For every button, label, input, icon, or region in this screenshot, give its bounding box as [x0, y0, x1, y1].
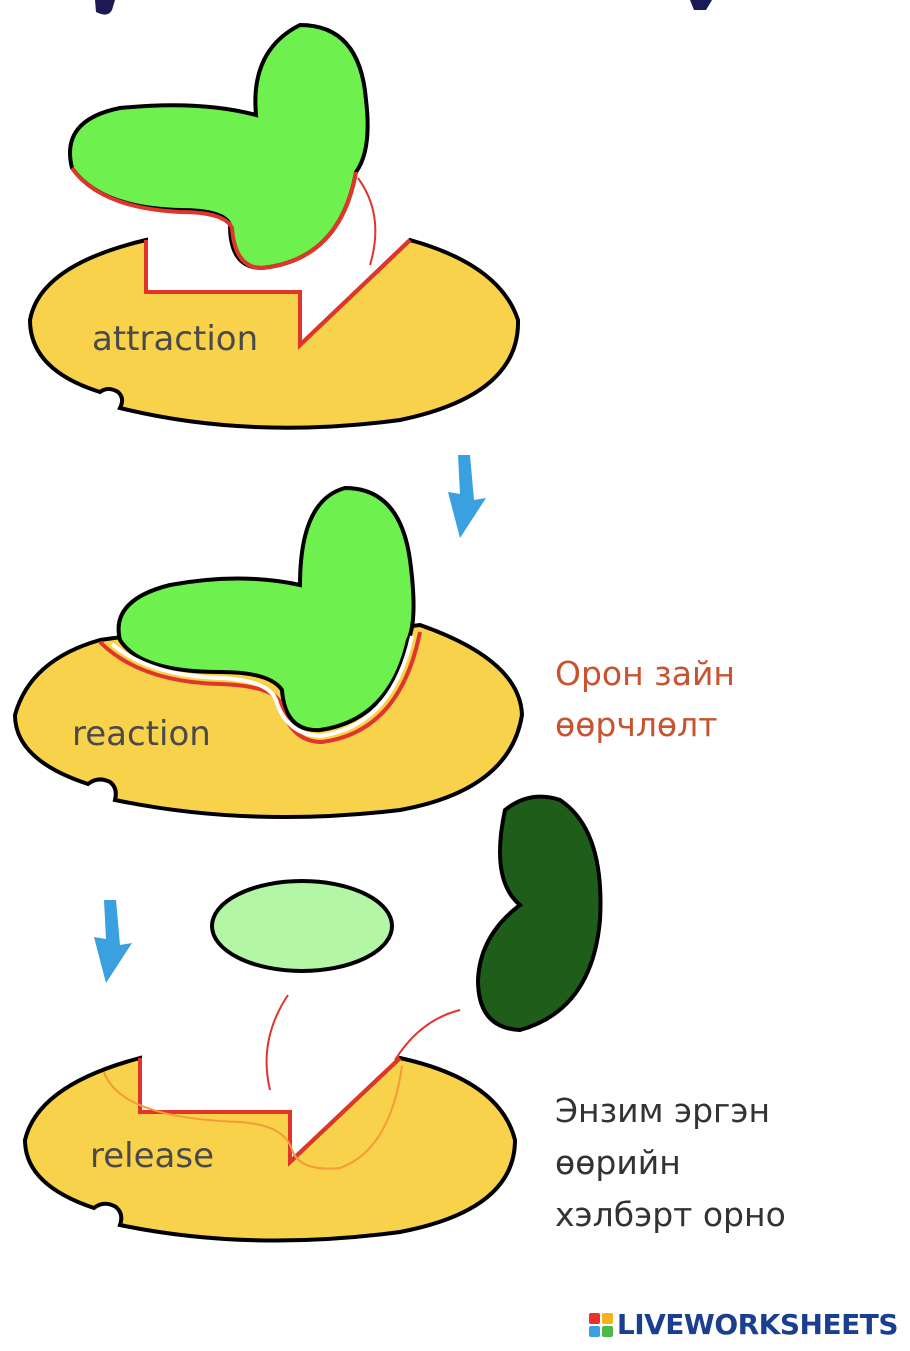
- stage-label-attraction: attraction: [92, 319, 258, 359]
- stage-release: release Энзим эргэн өөрийн хэлбэрт орно: [22, 794, 786, 1243]
- watermark-text: LIVEWORKSHEETS: [616, 1308, 899, 1341]
- stage-attraction: attraction: [27, 22, 521, 430]
- product-light: [210, 879, 394, 973]
- enzyme-release: [22, 1055, 518, 1243]
- cropped-title-fragment: [95, 0, 712, 15]
- stage-reaction: reaction Орон зайн өөрчлөлт: [12, 485, 735, 820]
- liveworksheets-logo-icon: [588, 1312, 613, 1337]
- note-spatial-change-2: өөрчлөлт: [555, 705, 717, 744]
- enzyme-attraction: [27, 237, 521, 430]
- stage-label-release: release: [90, 1136, 214, 1176]
- note-enzyme-returns-3: хэлбэрт орно: [555, 1195, 786, 1234]
- substrate-reaction: [116, 485, 416, 733]
- stage-label-reaction: reaction: [72, 714, 211, 754]
- product-dark: [475, 794, 603, 1033]
- liveworksheets-watermark: LIVEWORKSHEETS: [588, 1308, 899, 1341]
- note-enzyme-returns-2: өөрийн: [555, 1143, 681, 1182]
- note-spatial-change-1: Орон зайн: [555, 654, 735, 693]
- arrow-down-icon: [94, 900, 132, 983]
- arrow-down-icon: [448, 455, 486, 538]
- note-enzyme-returns-1: Энзим эргэн: [555, 1091, 770, 1130]
- substrate-attraction: [68, 22, 370, 271]
